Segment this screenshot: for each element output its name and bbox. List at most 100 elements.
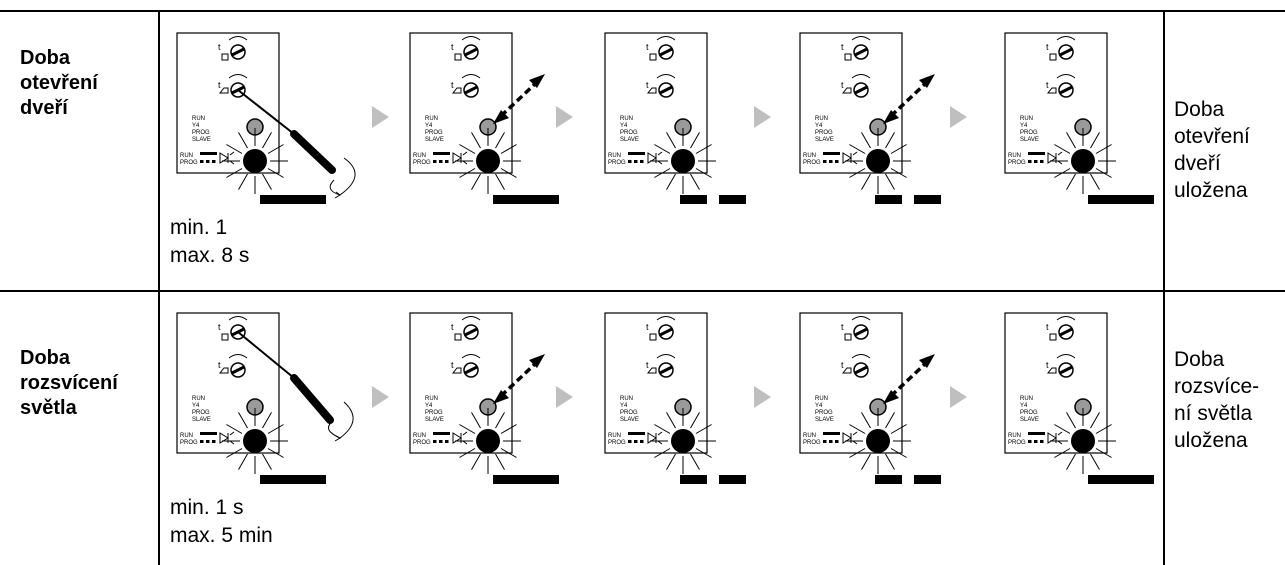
mode-label: SLAVE <box>1020 137 1039 143</box>
mode-label: RUN <box>620 116 633 122</box>
mode-label: RUN <box>192 116 205 122</box>
mode-label: PROG <box>620 410 638 416</box>
led-legend-label: PROG <box>1008 160 1026 166</box>
table-row-divider <box>0 290 1285 292</box>
mode-label: SLAVE <box>425 137 444 143</box>
led-pulse-indicator <box>493 195 559 204</box>
upper-potentiometer-icon: t <box>646 316 676 341</box>
lower-potentiometer-icon: t <box>841 74 871 98</box>
mode-label: RUN <box>815 116 828 122</box>
step-arrow-icon <box>754 386 771 408</box>
step-arrow-icon <box>950 106 967 128</box>
led-legend-label: PROG <box>803 440 821 446</box>
lower-potentiometer-icon: t <box>841 354 871 378</box>
table-column-divider <box>1163 10 1165 565</box>
pot-label: t <box>646 322 649 332</box>
table-top-border <box>0 10 1285 12</box>
led-legend-label: PROG <box>180 440 198 446</box>
led-pulse-indicator <box>1088 475 1154 484</box>
mode-label: Y4 <box>1020 403 1028 409</box>
pot-label: t <box>451 42 454 52</box>
led-legend-label: RUN <box>180 433 193 439</box>
mode-label: SLAVE <box>815 417 834 423</box>
mode-label: SLAVE <box>815 137 834 143</box>
blinking-led-icon <box>222 408 288 474</box>
pot-label: t <box>646 42 649 52</box>
led-legend-label: RUN <box>180 153 193 159</box>
led-pulse-indicator <box>260 195 326 204</box>
mode-label: Y4 <box>192 403 200 409</box>
led-legend-label: RUN <box>803 153 816 159</box>
step-arrow-icon <box>372 386 389 408</box>
led-legend-label: RUN <box>1008 433 1021 439</box>
pot-label: t <box>218 42 221 52</box>
led-legend-label: PROG <box>1008 440 1026 446</box>
mode-label: SLAVE <box>620 137 639 143</box>
step-arrow-icon <box>556 386 573 408</box>
mode-label: RUN <box>192 396 205 402</box>
blinking-led-icon <box>1050 408 1116 474</box>
pot-label: t <box>841 322 844 332</box>
mode-label: PROG <box>815 130 833 136</box>
blinking-led-icon <box>845 128 911 194</box>
mode-label: RUN <box>815 396 828 402</box>
led-pulse-indicator <box>260 475 326 484</box>
mode-label: Y4 <box>1020 123 1028 129</box>
pot-label: t <box>451 322 454 332</box>
mode-label: PROG <box>1020 130 1038 136</box>
pot-label: t <box>218 80 221 90</box>
mode-label: PROG <box>425 130 443 136</box>
lower-potentiometer-icon: t <box>218 354 248 378</box>
led-pulse-indicator <box>680 475 746 484</box>
lower-potentiometer-icon: t <box>451 354 481 378</box>
press-arrow-icon <box>493 74 545 124</box>
blinking-led-icon <box>845 408 911 474</box>
led-legend-label: RUN <box>1008 153 1021 159</box>
lower-potentiometer-icon: t <box>646 74 676 98</box>
mode-label: Y4 <box>620 403 628 409</box>
mode-label: Y4 <box>425 123 433 129</box>
mode-label: RUN <box>620 396 633 402</box>
upper-potentiometer-icon: t <box>451 316 481 341</box>
led-pulse-indicator <box>875 195 941 204</box>
pot-label: t <box>1046 322 1049 332</box>
lower-potentiometer-icon: t <box>1046 74 1076 98</box>
led-legend-label: PROG <box>608 440 626 446</box>
blinking-led-icon <box>650 408 716 474</box>
blinking-led-icon <box>455 408 521 474</box>
mode-label: Y4 <box>192 123 200 129</box>
blinking-led-icon <box>650 128 716 194</box>
mode-label: PROG <box>192 410 210 416</box>
pot-label: t <box>841 80 844 90</box>
led-legend-label: PROG <box>413 440 431 446</box>
led-pulse-indicator <box>875 475 941 484</box>
pot-label: t <box>841 360 844 370</box>
lower-potentiometer-icon: t <box>646 354 676 378</box>
mode-label: PROG <box>425 410 443 416</box>
led-pulse-indicator <box>493 475 559 484</box>
pot-label: t <box>218 360 221 370</box>
step-arrow-icon <box>950 386 967 408</box>
press-arrow-icon <box>883 354 935 404</box>
upper-potentiometer-icon: t <box>1046 36 1076 61</box>
upper-potentiometer-icon: t <box>1046 316 1076 341</box>
pot-label: t <box>218 322 221 332</box>
led-legend-label: RUN <box>413 153 426 159</box>
pot-label: t <box>1046 80 1049 90</box>
table-column-divider <box>158 10 160 565</box>
mode-label: SLAVE <box>192 417 211 423</box>
led-legend-label: PROG <box>180 160 198 166</box>
press-arrow-icon <box>493 354 545 404</box>
